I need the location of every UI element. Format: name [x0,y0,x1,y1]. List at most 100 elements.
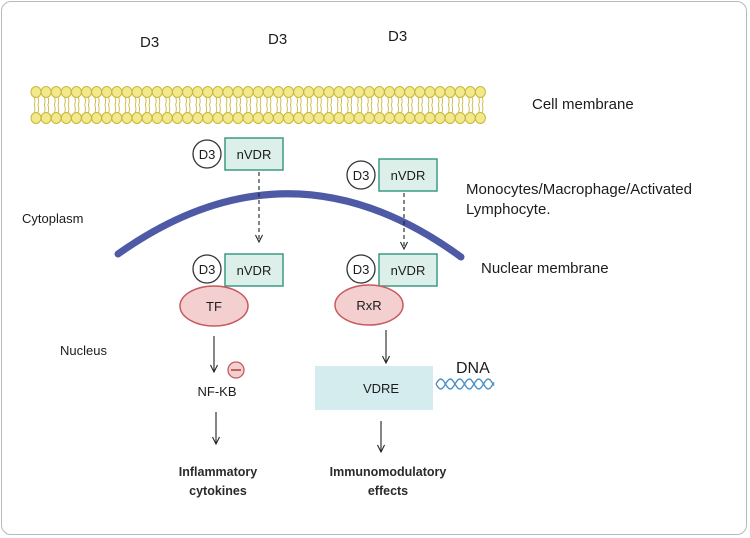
vdre-label: VDRE [363,381,399,396]
phospholipid-tail [367,104,369,114]
phospholipid-tail [239,96,241,106]
right-d3-ligand-nucleus-label: D3 [353,262,370,277]
phospholipid-head [222,112,234,124]
phospholipid-tail [255,104,258,114]
phospholipid-head [141,86,153,98]
phospholipid-head [323,112,335,124]
phospholipid-head [414,86,426,98]
phospholipid-tail [306,96,309,106]
right-d3-ligand-cytoplasm [346,160,376,190]
phospholipid-tail [276,96,278,106]
phospholipid-tail [188,104,191,114]
phospholipid-head [111,112,123,124]
dna-helix-icon [435,378,495,390]
phospholipid-tail [336,104,339,114]
phospholipid-tail [407,96,410,106]
d3-label-3: D3 [388,28,407,45]
phospholipid-tail [431,96,433,106]
phospholipid-head [404,112,416,124]
phospholipid-tail [441,96,443,106]
phospholipid-head [60,86,72,98]
tf-label: TF [206,299,222,314]
phospholipid-head [303,112,315,124]
phospholipid-tail [94,96,96,106]
phospholipid-head [242,112,254,124]
phospholipid-tail [340,104,342,114]
phospholipid-head [353,86,365,98]
phospholipid-tail [84,104,86,114]
phospholipid-tail [175,96,177,106]
phospholipid-tail [437,96,440,106]
phospholipid-head [171,86,183,98]
phospholipid-head [161,112,173,124]
rxr-receptor [334,284,404,326]
phospholipid-tail [286,96,288,106]
phospholipid-tail [350,96,353,106]
phospholipid-tail [360,104,363,114]
phospholipid-head [464,86,476,98]
phospholipid-tail [198,104,201,114]
phospholipid-tail [451,96,454,106]
phospholipid-tail [43,96,46,106]
phospholipid-tail [286,104,288,114]
cytoplasm-label: Cytoplasm [22,211,83,226]
phospholipid-head [262,112,274,124]
cell-membrane-bilayer [30,86,486,124]
phospholipid-tail [225,96,228,106]
phospholipid-tail [47,96,50,106]
phospholipid-tail [118,104,120,114]
phospholipid-tail [279,96,282,106]
phospholipid-head [404,86,416,98]
phospholipid-tail [168,104,171,114]
phospholipid-tail [154,104,157,114]
right-d3-ligand-cytoplasm-label: D3 [353,168,370,183]
phospholipid-tail [316,104,319,114]
phospholipid-tail [411,104,413,114]
phospholipid-tail [310,104,312,114]
phospholipid-tail [195,104,197,114]
phospholipid-tail [330,96,332,106]
phospholipid-head [222,86,234,98]
phospholipid-tail [411,96,413,106]
phospholipid-tail [441,104,443,114]
phospholipid-tail [320,104,322,114]
phospholipid-head [81,86,92,98]
phospholipid-tail [245,104,248,114]
phospholipid-tail [195,96,197,106]
phospholipid-tail [74,104,76,114]
phospholipid-head [434,86,446,98]
phospholipid-tail [165,104,167,114]
phospholipid-head [283,112,294,124]
phospholipid-head [272,86,284,98]
phospholipid-tail [299,96,302,106]
phospholipid-head [242,86,254,98]
phospholipid-head [283,86,294,98]
phospholipid-tail [229,96,231,106]
phospholipid-tail [320,96,322,106]
phospholipid-tail [77,96,80,106]
phospholipid-tail [431,104,433,114]
phospholipid-tail [175,104,177,114]
phospholipid-tail [387,104,389,114]
phospholipid-head [212,86,224,98]
phospholipid-tail [370,104,373,114]
phospholipid-tail [400,104,403,114]
phospholipid-tail [289,96,292,106]
phospholipid-head [454,112,466,124]
phospholipid-tail [118,96,120,106]
phospholipid-tail [451,104,454,114]
phospholipid-head [131,86,143,98]
phospholipid-tail [114,96,117,106]
phospholipid-head [212,112,224,124]
phospholipid-tail [481,96,484,106]
phospholipid-tail [74,96,76,106]
phospholipid-head [121,86,133,98]
phospholipid-tail [421,104,423,114]
phospholipid-head [232,86,244,98]
phospholipid-tail [239,104,241,114]
phospholipid-tail [185,104,187,114]
phospholipid-head [424,112,436,124]
phospholipid-tail [306,104,309,114]
phospholipid-tail [266,104,268,114]
phospholipid-tail [245,96,248,106]
